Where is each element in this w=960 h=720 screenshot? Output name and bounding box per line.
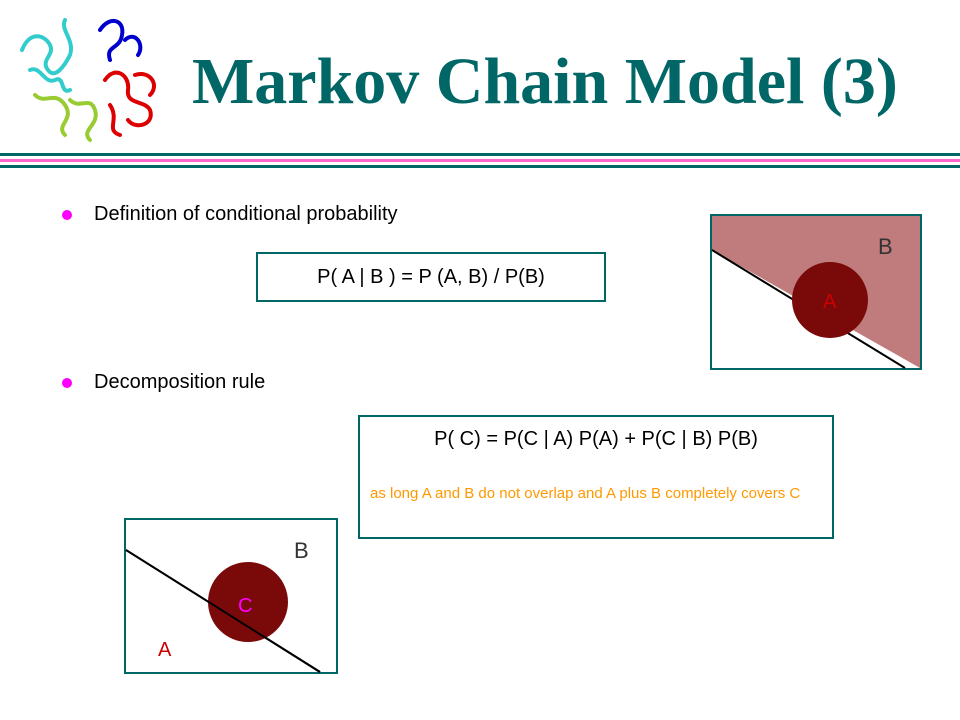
decomposition-formula-box: P( C) = P(C | A) P(A) + P(C | B) P(B) as… <box>358 415 834 539</box>
bullet-definition: Definition of conditional probability <box>94 203 398 225</box>
page-title: Markov Chain Model (3) <box>192 45 898 118</box>
bullet-icon <box>62 378 72 388</box>
label-b: B <box>878 234 893 259</box>
title-divider-middle <box>0 159 960 162</box>
conditional-probability-diagram: B A <box>710 214 922 370</box>
region-boundary-over-circle <box>125 549 321 673</box>
decomposition-note: as long A and B do not overlap and A plu… <box>370 485 801 502</box>
label-a: A <box>158 639 172 661</box>
label-c: C <box>238 595 252 617</box>
label-a: A <box>823 291 837 313</box>
title-divider-bottom <box>0 165 960 168</box>
bullet-decomposition: Decomposition rule <box>94 371 266 393</box>
decomposition-diagram: B C A <box>124 518 338 674</box>
label-b: B <box>294 538 309 563</box>
decomposition-formula: P( C) = P(C | A) P(A) + P(C | B) P(B) <box>434 428 758 450</box>
conditional-probability-formula: P( A | B ) = P (A, B) / P(B) <box>256 252 606 302</box>
bullet-icon <box>62 210 72 220</box>
circle-a <box>792 262 868 338</box>
protein-structure-icon <box>20 18 156 142</box>
circle-c <box>208 562 288 642</box>
title-divider-top <box>0 153 960 156</box>
